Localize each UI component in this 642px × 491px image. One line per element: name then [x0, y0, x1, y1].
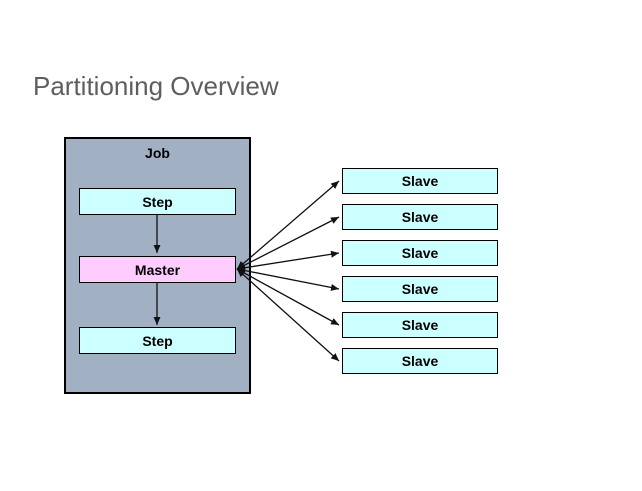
master-slave-arrow-5 — [236, 268, 340, 326]
slave-box-1: Slave — [342, 168, 498, 194]
master-slave-arrow-3 — [236, 250, 340, 272]
master-slave-arrow-1 — [236, 180, 340, 270]
slave-box-3: Slave — [342, 240, 498, 266]
master-slave-arrow-6 — [236, 268, 340, 362]
master-slave-arrow-2 — [236, 216, 340, 270]
step-box-top: Step — [79, 188, 236, 215]
slave-box-6: Slave — [342, 348, 498, 374]
slide-title: Partitioning Overview — [33, 71, 279, 101]
job-label: Job — [145, 145, 170, 161]
slave-box-5: Slave — [342, 312, 498, 338]
master-box: Master — [79, 256, 236, 283]
slave-box-4: Slave — [342, 276, 498, 302]
slave-box-2: Slave — [342, 204, 498, 230]
master-slave-arrow-4 — [236, 267, 340, 291]
step-box-bottom: Step — [79, 327, 236, 354]
